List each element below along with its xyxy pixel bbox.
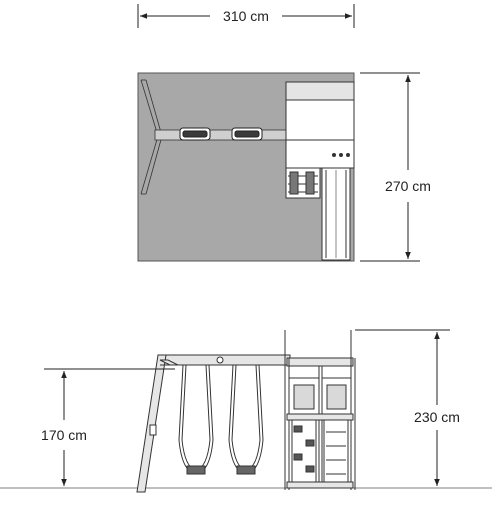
swing-height-label: 170 cm	[41, 427, 87, 443]
width-dimension: 310 cm	[137, 4, 355, 28]
depth-label: 270 cm	[385, 178, 431, 194]
swing-height-dimension: 170 cm	[41, 368, 175, 486]
top-view-slide	[321, 167, 351, 261]
swing-right	[228, 364, 264, 475]
tower	[284, 330, 356, 490]
tower-height-label: 230 cm	[414, 409, 460, 425]
swing-frame	[136, 354, 291, 493]
depth-dimension: 270 cm	[360, 72, 431, 262]
top-view: 310 cm 270 cm	[137, 4, 431, 262]
side-view: 170 cm 230 cm	[0, 329, 492, 493]
top-view-tower	[285, 81, 355, 199]
width-label: 310 cm	[223, 8, 269, 24]
tower-height-dimension: 230 cm	[355, 329, 460, 486]
swing-left	[178, 364, 214, 475]
top-view-swing-seats	[179, 127, 263, 141]
